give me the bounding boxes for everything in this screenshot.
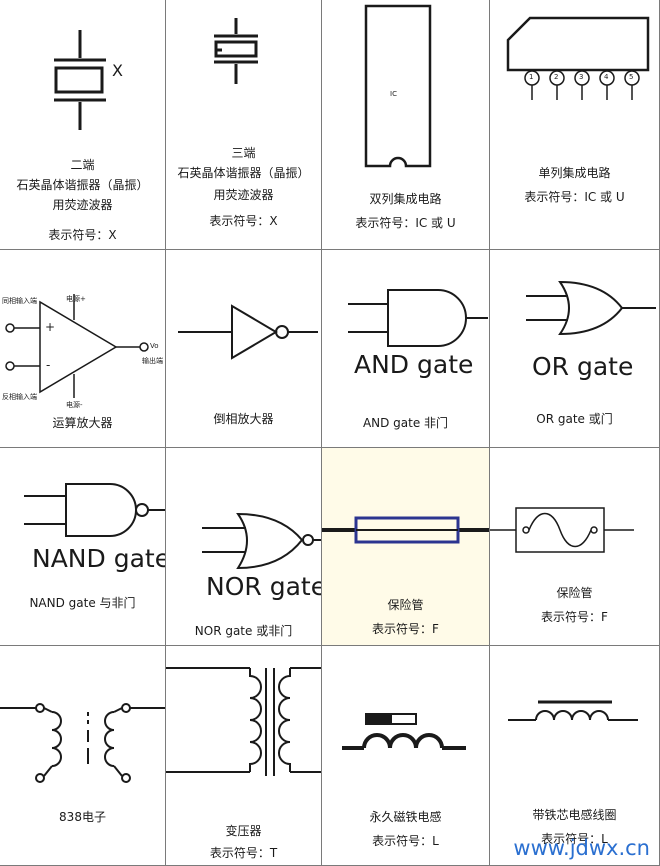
pin-2-label: 2 — [554, 73, 559, 81]
cell-label-1: 838电子 — [59, 810, 106, 824]
cell-single-inline-ic: 1 2 3 4 5 单列集成电路 表示符号：IC 或 U — [490, 0, 660, 250]
pin-4-label: 4 — [604, 73, 609, 81]
cell-iron-core-inductor: 带铁芯电感线圈 表示符号：L — [490, 646, 660, 866]
or-gate-caption: OR gate — [532, 352, 634, 381]
inverting-input-label: 反相输入端 — [2, 393, 37, 401]
nor-gate-symbol — [202, 512, 321, 570]
cell-nor-gate: NOR gate NOR gate 或非门 — [166, 448, 322, 646]
nor-gate-caption: NOR gate — [206, 572, 322, 601]
minus-sign: - — [46, 358, 51, 372]
cell-label-2: 表示符号：IC 或 U — [355, 216, 456, 230]
cell-label-1: 保险管 — [387, 598, 424, 612]
watermark: www.jdwx.cn — [513, 836, 650, 860]
cell-label-2: 石英晶体谐振器（晶振） — [16, 178, 149, 192]
op-amp-symbol — [5, 294, 149, 398]
coupled-inductors-symbol — [0, 703, 165, 783]
cell-label-1: 保险管 — [556, 586, 593, 600]
two-terminal-crystal-symbol — [54, 30, 106, 130]
nand-gate-caption: NAND gate — [32, 544, 166, 573]
cell-label-2: 表示符号：IC 或 U — [524, 190, 625, 204]
fuse-b-symbol — [490, 507, 634, 553]
cell-label-1: NAND gate 与非门 — [29, 596, 136, 610]
cell-coupled-inductors: 838电子 — [0, 646, 166, 866]
cell-label-1: 变压器 — [225, 824, 262, 838]
cell-label-4: 表示符号：X — [48, 228, 117, 242]
inverting-amp-symbol — [178, 304, 318, 360]
cell-label-1: 单列集成电路 — [538, 166, 611, 180]
pin-1-label: 1 — [529, 73, 534, 81]
three-terminal-crystal-symbol — [214, 18, 258, 84]
ic-chip-label: IC — [390, 90, 397, 98]
plus-sign: + — [45, 320, 56, 334]
cell-op-amp: 同相输入端 电源+ 反相输入端 电源- 输出端 Vo + - 运算放大器 — [0, 250, 166, 448]
cell-or-gate: OR gate OR gate 或门 — [490, 250, 660, 448]
cell-label-1: 倒相放大器 — [213, 412, 274, 426]
cell-fuse-a: 保险管 表示符号：F — [322, 448, 490, 646]
output-vo-label: Vo — [150, 342, 159, 350]
cell-two-terminal-crystal: X 二端 石英晶体谐振器（晶振） 用荧迹波器 表示符号：X — [0, 0, 166, 250]
iron-core-inductor-symbol — [508, 700, 638, 721]
and-gate-symbol — [348, 289, 488, 347]
noninverting-input-label: 同相输入端 — [2, 297, 37, 305]
cell-label-2: 表示符号：L — [541, 832, 608, 846]
fuse-a-symbol — [322, 516, 489, 544]
cell-label-1: 运算放大器 — [52, 416, 113, 430]
cell-label-1: 双列集成电路 — [369, 192, 442, 206]
cell-label-2: 表示符号：F — [541, 610, 608, 624]
cell-label-2: 表示符号：T — [209, 846, 278, 860]
output-label: 输出端 — [142, 357, 163, 365]
cell-three-terminal-crystal: 三端 石英晶体谐振器（晶振） 用荧迹波器 表示符号：X — [166, 0, 322, 250]
cell-nand-gate: NAND gate NAND gate 与非门 — [0, 448, 166, 646]
single-inline-ic-symbol — [506, 16, 650, 100]
dual-inline-ic-symbol — [364, 4, 432, 168]
power-minus-label: 电源- — [66, 401, 83, 409]
cell-label-1: OR gate 或门 — [536, 412, 613, 426]
pin-5-label: 5 — [629, 73, 634, 81]
cell-transformer: 变压器 表示符号：T — [166, 646, 322, 866]
nand-gate-symbol — [24, 483, 165, 537]
pin-3-label: 3 — [579, 73, 584, 81]
or-gate-symbol — [526, 280, 656, 336]
permanent-magnet-inductor-symbol — [342, 713, 466, 750]
cell-label-3: 用荧迹波器 — [213, 188, 274, 202]
cell-and-gate: AND gate AND gate 非门 — [322, 250, 490, 448]
cell-label-1: NOR gate 或非门 — [194, 624, 293, 638]
cell-label-1: 带铁芯电感线圈 — [532, 808, 617, 822]
cell-label-1: 永久磁铁电感 — [369, 810, 442, 824]
transformer-symbol — [166, 667, 321, 776]
cell-label-2: 石英晶体谐振器（晶振） — [177, 166, 310, 180]
cell-permanent-magnet-inductor: 永久磁铁电感 表示符号：L — [322, 646, 490, 866]
cell-inverting-amp: 倒相放大器 — [166, 250, 322, 448]
cell-dual-inline-ic: IC 双列集成电路 表示符号：IC 或 U — [322, 0, 490, 250]
and-gate-caption: AND gate — [354, 350, 474, 379]
crystal-x-letter: X — [112, 61, 123, 80]
power-plus-label: 电源+ — [66, 295, 86, 303]
cell-label-3: 用荧迹波器 — [52, 198, 113, 212]
cell-label-1: 二端 — [70, 158, 95, 172]
cell-label-1: AND gate 非门 — [362, 416, 449, 430]
cell-label-2: 表示符号：L — [372, 834, 439, 848]
cell-label-1: 三端 — [231, 146, 256, 160]
cell-fuse-b: 保险管 表示符号：F — [490, 448, 660, 646]
cell-label-4: 表示符号：X — [209, 214, 278, 228]
cell-label-2: 表示符号：F — [372, 622, 439, 636]
